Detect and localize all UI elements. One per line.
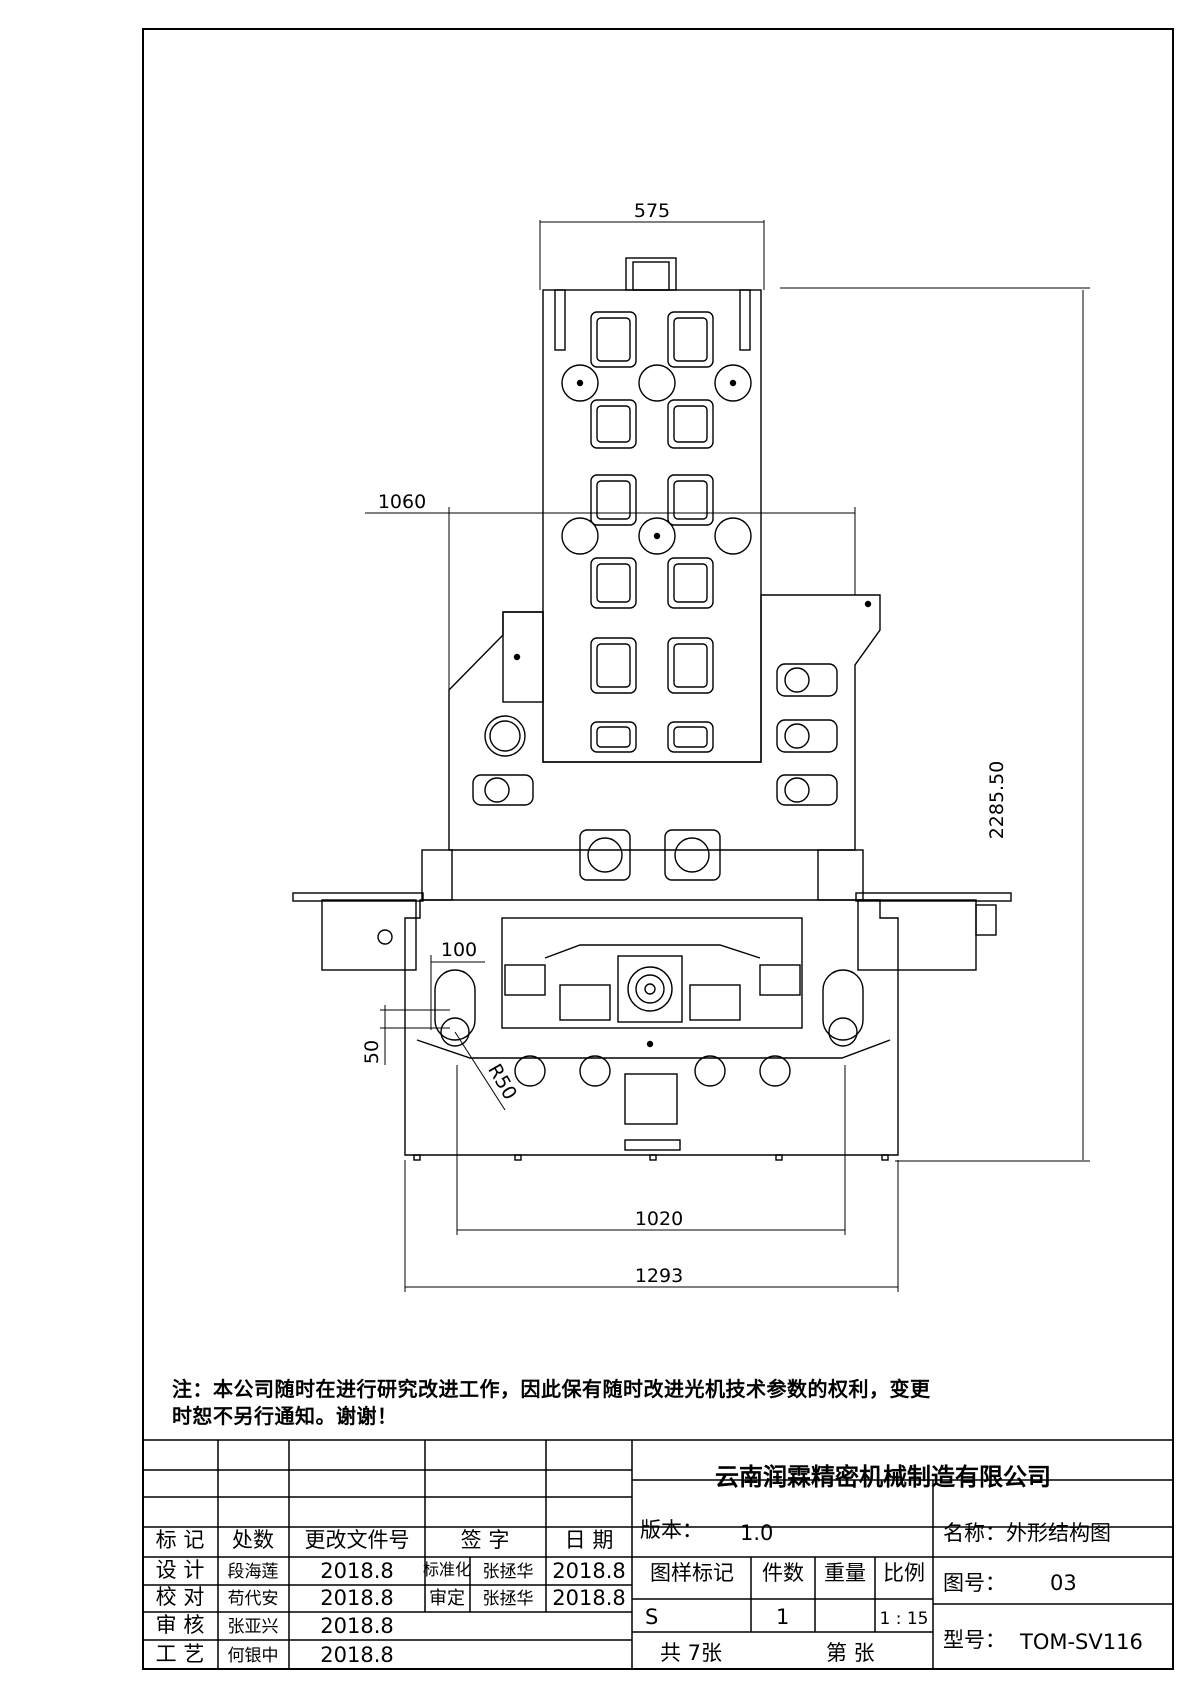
header-mark: 标 记 — [156, 1528, 205, 1552]
drawing-no-label: 图号： — [943, 1571, 1006, 1595]
revision-note: 注：本公司随时在进行研究改进工作，因此保有随时改进光机技术参数的权利，变更 时恕… — [172, 1376, 1172, 1430]
header-count: 处数 — [232, 1528, 274, 1552]
role-review: 审 核 — [156, 1613, 205, 1637]
saddle-pockets — [472, 663, 838, 881]
name-process: 何银中 — [228, 1646, 279, 1666]
total-sheets: 共 7张 — [660, 1641, 722, 1665]
role-design: 设 计 — [156, 1558, 205, 1582]
header-change-doc: 更改文件号 — [305, 1528, 410, 1552]
date-process: 2018.8 — [320, 1643, 393, 1667]
table-pockets — [590, 311, 714, 753]
note-line-2: 时恕不另行通知。谢谢！ — [172, 1404, 398, 1428]
col-qty: 件数 — [762, 1561, 804, 1585]
name-proof: 苟代安 — [228, 1589, 279, 1609]
model-value: TOM-SV116 — [1019, 1630, 1143, 1654]
base-window — [624, 1073, 678, 1125]
drawing-no-value: 03 — [1050, 1571, 1077, 1595]
name-design: 段海莲 — [228, 1562, 279, 1582]
base-body — [404, 899, 899, 1156]
dimension-lines — [365, 220, 1090, 1292]
name-approval: 张拯华 — [483, 1589, 534, 1609]
left-rail — [292, 892, 424, 902]
feet — [413, 1154, 889, 1161]
motor-flange — [617, 955, 683, 1023]
dim-base-inner: 1020 — [635, 1208, 683, 1230]
title-block-grid — [142, 1439, 1174, 1670]
date-proof: 2018.8 — [320, 1586, 393, 1610]
sheet-no: 第 张 — [826, 1641, 875, 1665]
role-approval: 审定 — [429, 1588, 465, 1609]
dim-mid-width: 1060 — [378, 491, 426, 513]
name-label: 名称：外形结构图 — [943, 1521, 1111, 1545]
role-proof: 校 对 — [156, 1585, 205, 1609]
table-holes — [561, 364, 752, 555]
saddle-body — [448, 594, 881, 851]
col-sample-mark: 图样标记 — [650, 1561, 734, 1585]
role-process: 工 艺 — [156, 1642, 205, 1666]
col-weight: 重量 — [824, 1561, 866, 1585]
dim-height: 2285.50 — [986, 761, 1008, 840]
dim-top-width: 575 — [634, 200, 670, 222]
dim-slot: 100 — [441, 939, 477, 961]
header-date: 日 期 — [565, 1528, 614, 1552]
base-holes — [514, 1055, 791, 1087]
date-approval: 2018.8 — [552, 1586, 625, 1610]
date-standardization: 2018.8 — [552, 1559, 625, 1583]
name-standardization: 张拯华 — [483, 1562, 534, 1582]
qty-value: 1 — [776, 1605, 789, 1629]
role-standardization: 标准化 — [423, 1560, 471, 1579]
date-design: 2018.8 — [320, 1559, 393, 1583]
col-scale: 比例 — [883, 1561, 925, 1585]
dim-offset: 50 — [361, 1040, 383, 1064]
column-table — [542, 289, 762, 763]
dim-base-outer: 1293 — [635, 1265, 683, 1287]
date-review: 2018.8 — [320, 1614, 393, 1638]
sample-mark-value: S — [645, 1605, 658, 1629]
base-cavity — [501, 917, 803, 1029]
right-rail — [855, 892, 1012, 902]
scale-value: 1 : 15 — [880, 1609, 929, 1629]
version-value: 1.0 — [740, 1521, 773, 1545]
header-signature: 签 字 — [461, 1528, 510, 1552]
machine-drawing — [292, 257, 1012, 1161]
company-name: 云南润霖精密机械制造有限公司 — [715, 1463, 1051, 1491]
name-review: 张亚兴 — [228, 1617, 279, 1637]
version-label: 版本： — [640, 1518, 703, 1542]
note-line-1: 注：本公司随时在进行研究改进工作，因此保有随时改进光机技术参数的权利，变更 — [172, 1377, 931, 1401]
model-label: 型号： — [943, 1628, 1006, 1652]
